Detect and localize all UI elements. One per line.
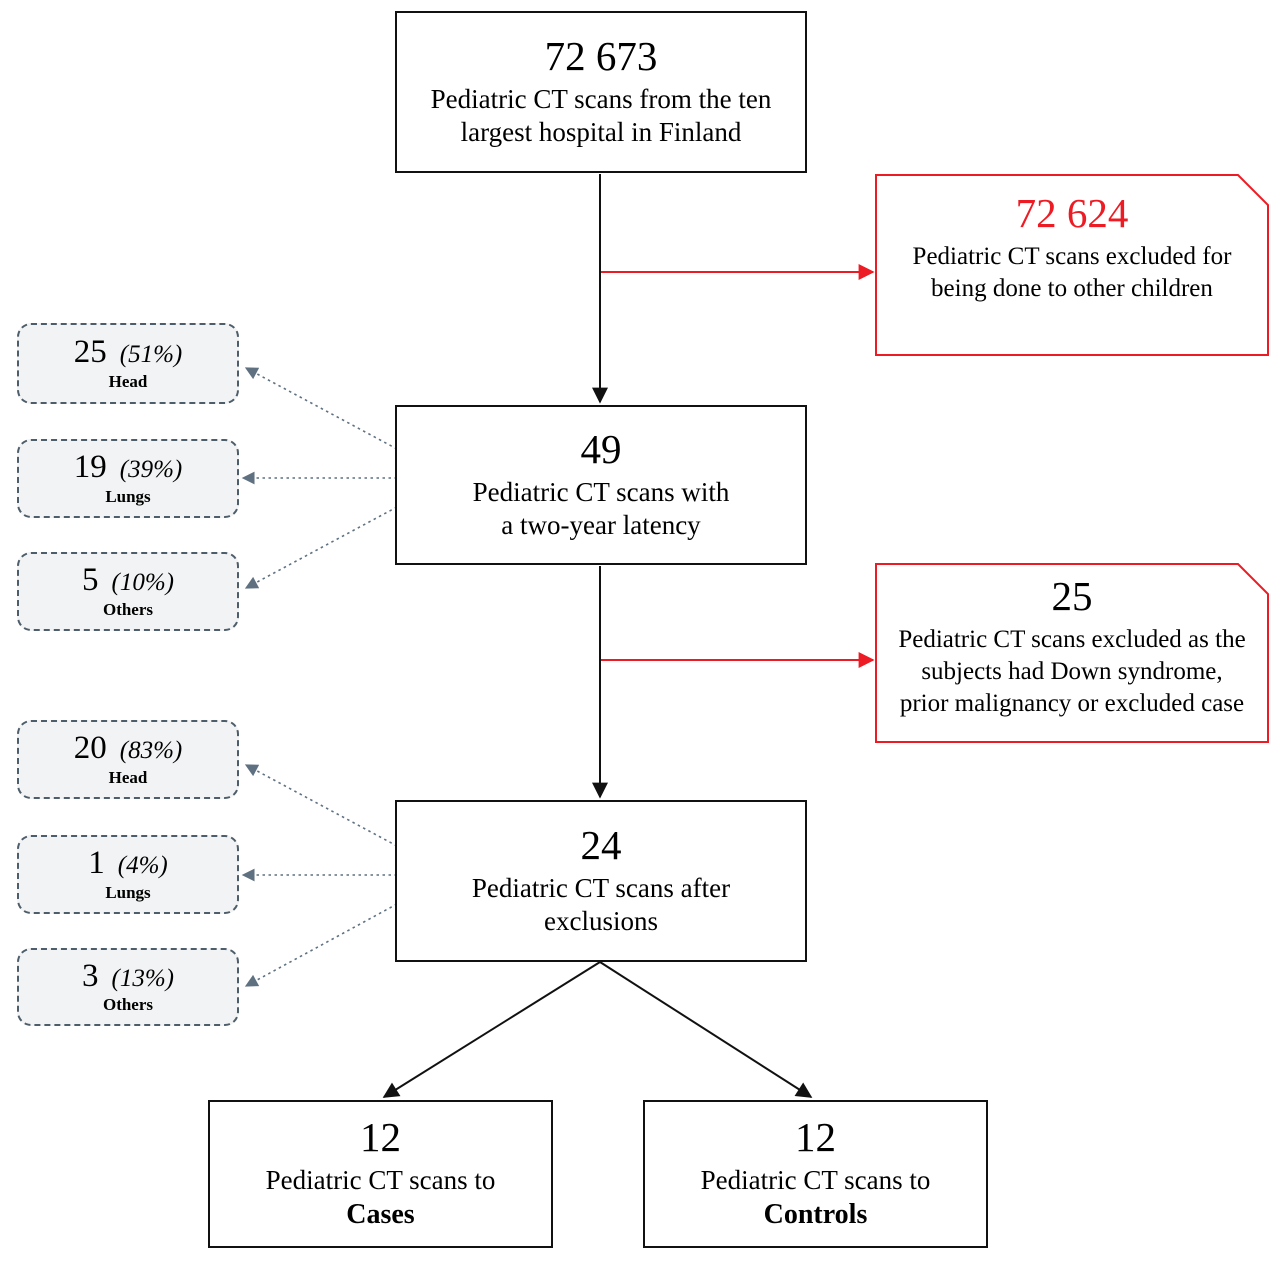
connector-latency-head bbox=[244, 367, 398, 450]
breakdown-label: Lungs bbox=[105, 882, 151, 902]
flow-box-controls: 12 Pediatric CT scans to Controls bbox=[643, 1100, 988, 1248]
breakdown-count: 3 bbox=[82, 957, 99, 994]
breakdown-count: 20 bbox=[73, 730, 107, 767]
cases-count: 12 bbox=[360, 1114, 401, 1161]
breakdown-count-row: 1 (4%) bbox=[88, 846, 167, 881]
breakdown-latency-others: 5 (10%) Others bbox=[17, 552, 239, 631]
flow-box-excluded-1: 72 624 Pediatric CT scans excluded for b… bbox=[876, 175, 1268, 355]
breakdown-label: Others bbox=[102, 995, 154, 1015]
breakdown-percent: (10%) bbox=[111, 569, 174, 597]
source-description: Pediatric CT scans from the ten largest … bbox=[431, 83, 772, 150]
breakdown-latency-lungs: 19 (39%) Lungs bbox=[17, 439, 239, 518]
excluded-1-count: 72 624 bbox=[1015, 190, 1129, 236]
excluded-box-1-outline bbox=[875, 174, 1269, 356]
flow-box-latency: 49 Pediatric CT scans with a two-year la… bbox=[395, 405, 807, 565]
excluded-1-desc-line1: Pediatric CT scans excluded for bbox=[912, 242, 1232, 270]
breakdown-label: Head bbox=[108, 767, 148, 787]
cases-desc-line1: Pediatric CT scans to bbox=[265, 1165, 496, 1196]
excluded-2-description: Pediatric CT scans excluded as the subje… bbox=[898, 624, 1245, 720]
breakdown-count-row: 5 (10%) bbox=[82, 563, 174, 598]
cases-desc-line2: Cases bbox=[346, 1198, 415, 1230]
breakdown-count-row: 20 (83%) bbox=[74, 731, 182, 766]
flow-box-cases: 12 Pediatric CT scans to Cases bbox=[208, 1100, 553, 1248]
breakdown-percent: (83%) bbox=[119, 737, 183, 765]
after-exclusions-desc-line2: exclusions bbox=[543, 906, 658, 937]
breakdown-count: 1 bbox=[88, 845, 105, 882]
breakdown-count: 19 bbox=[73, 449, 107, 486]
excluded-2-count: 25 bbox=[1051, 573, 1093, 619]
excluded-2-desc-line2: subjects had Down syndrome, bbox=[921, 657, 1223, 685]
excluded-1-desc-line2: being done to other children bbox=[931, 274, 1213, 302]
breakdown-label: Lungs bbox=[105, 486, 151, 506]
breakdown-percent: (51%) bbox=[119, 341, 183, 369]
controls-description: Pediatric CT scans to Controls bbox=[701, 1164, 931, 1232]
controls-desc-line2: Controls bbox=[763, 1198, 868, 1230]
connector-after-others bbox=[244, 903, 398, 987]
excluded-2-desc-line1: Pediatric CT scans excluded as the bbox=[898, 625, 1246, 653]
breakdown-label: Others bbox=[102, 599, 154, 619]
latency-count: 49 bbox=[580, 426, 622, 473]
breakdown-count-row: 3 (13%) bbox=[82, 957, 174, 994]
breakdown-count-row: 25 (51%) bbox=[74, 335, 182, 370]
breakdown-percent: (4%) bbox=[117, 852, 168, 880]
source-desc-line2: largest hospital in Finland bbox=[460, 117, 742, 148]
connector-latency-others bbox=[244, 506, 398, 589]
breakdown-count-row: 19 (39%) bbox=[74, 450, 182, 485]
connector-after-to-controls bbox=[599, 961, 813, 1098]
excluded-1-description: Pediatric CT scans excluded for being do… bbox=[913, 241, 1232, 305]
connector-after-head bbox=[244, 764, 398, 847]
after-exclusions-count: 24 bbox=[580, 822, 622, 869]
flow-box-source: 72 673 Pediatric CT scans from the ten l… bbox=[395, 11, 807, 173]
breakdown-count: 5 bbox=[82, 562, 99, 599]
flow-box-after-exclusions: 24 Pediatric CT scans after exclusions bbox=[395, 800, 807, 962]
latency-desc-line2: a two-year latency bbox=[501, 510, 701, 541]
source-desc-line1: Pediatric CT scans from the ten bbox=[430, 83, 772, 114]
cases-description: Pediatric CT scans to Cases bbox=[266, 1164, 496, 1232]
connector-after-to-cases bbox=[382, 961, 601, 1098]
after-exclusions-desc-line1: Pediatric CT scans after bbox=[471, 872, 731, 903]
breakdown-after-others: 3 (13%) Others bbox=[17, 948, 239, 1026]
breakdown-percent: (13%) bbox=[111, 964, 174, 992]
breakdown-count: 25 bbox=[73, 334, 107, 371]
breakdown-after-head: 20 (83%) Head bbox=[17, 720, 239, 799]
controls-count: 12 bbox=[795, 1114, 836, 1161]
excluded-2-desc-line3: prior malignancy or excluded case bbox=[899, 689, 1245, 717]
breakdown-after-lungs: 1 (4%) Lungs bbox=[17, 835, 239, 914]
breakdown-percent: (39%) bbox=[119, 456, 183, 484]
after-exclusions-description: Pediatric CT scans after exclusions bbox=[472, 872, 730, 939]
controls-desc-line1: Pediatric CT scans to bbox=[700, 1165, 931, 1196]
excluded-box-2-outline bbox=[875, 563, 1269, 743]
flow-box-excluded-2: 25 Pediatric CT scans excluded as the su… bbox=[876, 564, 1268, 742]
breakdown-latency-head: 25 (51%) Head bbox=[17, 323, 239, 404]
source-count: 72 673 bbox=[544, 33, 658, 80]
latency-description: Pediatric CT scans with a two-year laten… bbox=[473, 476, 730, 543]
breakdown-label: Head bbox=[108, 371, 148, 391]
latency-desc-line1: Pediatric CT scans with bbox=[472, 476, 730, 507]
